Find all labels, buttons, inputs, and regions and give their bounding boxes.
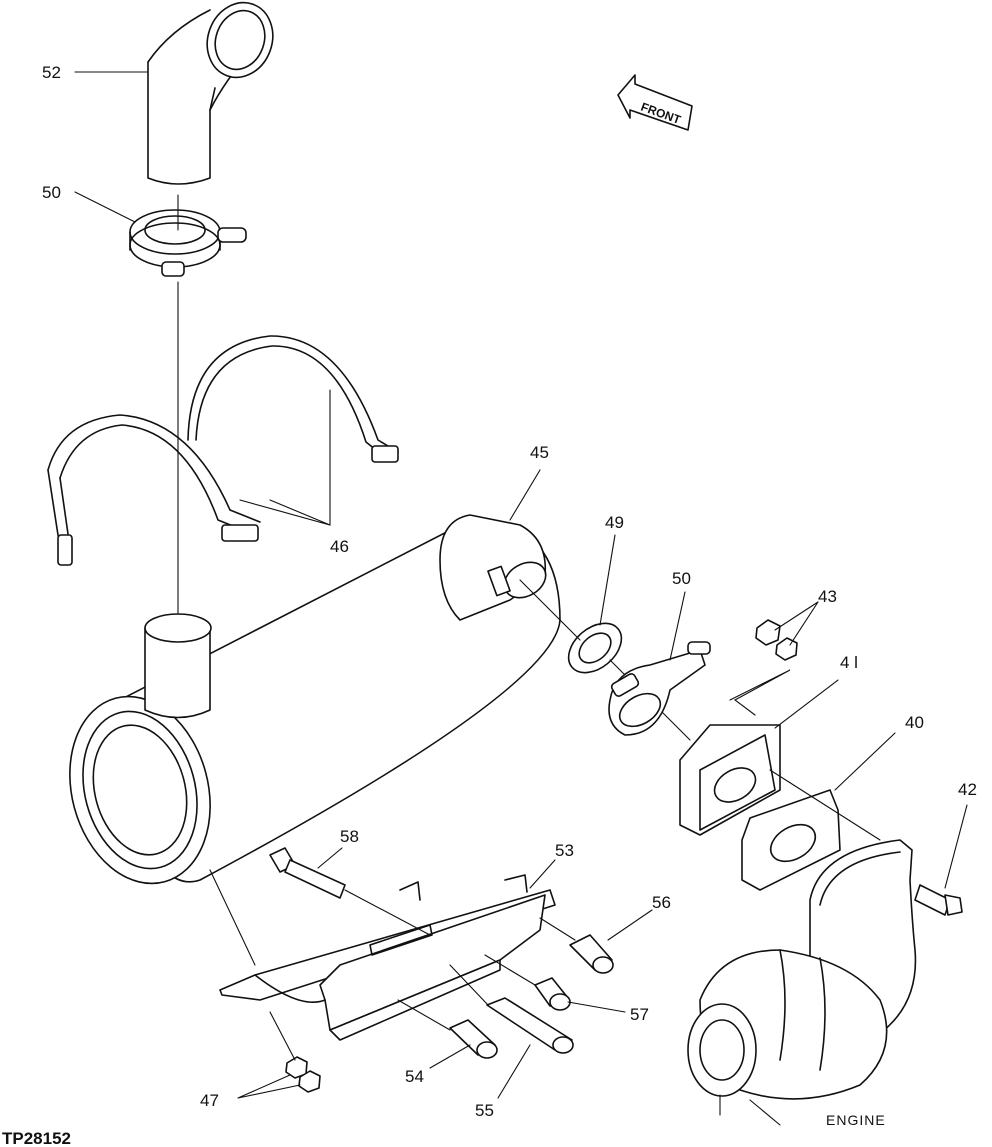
strap-leader-46	[239, 389, 331, 526]
bolt-42	[914, 884, 963, 916]
callout-45: 45	[530, 443, 549, 462]
callout-42: 42	[958, 780, 977, 799]
callout-47: 47	[200, 1091, 219, 1110]
gasket-plate-40	[741, 789, 841, 891]
drawing-code: TP28152	[2, 1129, 71, 1147]
spacer-56	[569, 934, 614, 974]
engine-label: ENGINE	[826, 1112, 886, 1128]
gasket-ring-49	[567, 622, 623, 674]
tail-pipe-52	[147, 1, 274, 185]
bolt-58	[269, 847, 346, 899]
strap-46-front	[47, 414, 261, 566]
alignment-lines-spacers	[397, 917, 576, 1031]
callout-56: 56	[652, 893, 671, 912]
callout-52: 52	[42, 63, 61, 82]
callout-leaders	[74, 71, 968, 1099]
alignment-line-bolt	[344, 889, 431, 936]
alignment-line-flange	[769, 769, 881, 841]
muffler-45	[69, 514, 561, 885]
engine-turbo	[687, 839, 917, 1126]
nuts-47	[285, 1056, 321, 1093]
callout-50-top: 50	[42, 183, 61, 202]
callout-46: 46	[330, 537, 349, 556]
clamp-50-top	[129, 209, 247, 277]
spacer-55	[486, 997, 574, 1054]
bracket-53	[219, 874, 556, 1041]
clamp-50-side	[608, 641, 711, 736]
callout-57: 57	[630, 1005, 649, 1024]
callout-50-side: 50	[672, 569, 691, 588]
spacer-57	[534, 977, 571, 1011]
callout-49: 49	[605, 513, 624, 532]
strap-46-back	[187, 335, 399, 463]
flange-41	[679, 724, 781, 836]
leader-41-bracket	[729, 669, 791, 716]
front-direction-arrow: FRONT	[617, 74, 693, 131]
callout-43: 43	[818, 587, 837, 606]
callout-54: 54	[405, 1067, 424, 1086]
callout-55: 55	[475, 1101, 494, 1120]
callout-41: 4 l	[840, 653, 858, 672]
nuts-43	[755, 619, 798, 661]
callout-58: 58	[340, 827, 359, 846]
alignment-line-nuts	[209, 869, 296, 1061]
callout-40: 40	[905, 713, 924, 732]
callout-53: 53	[555, 841, 574, 860]
